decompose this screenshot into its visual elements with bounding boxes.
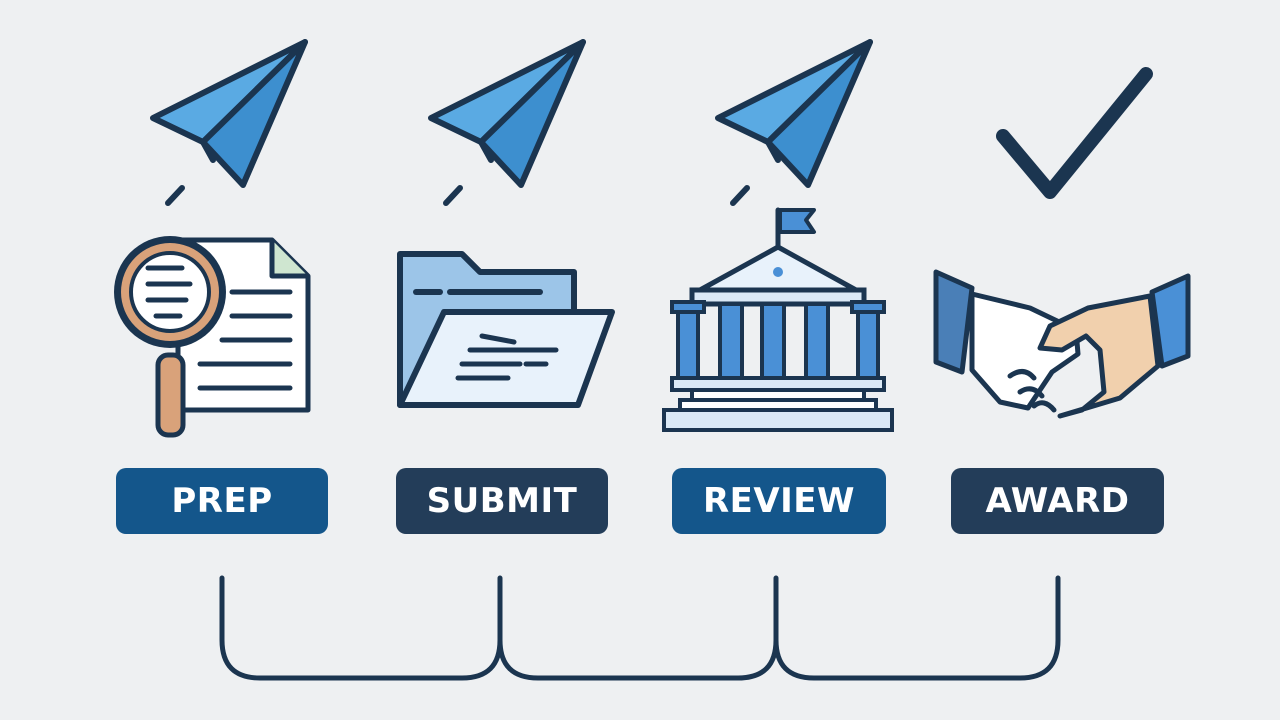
stage-label-award: AWARD xyxy=(951,468,1164,534)
connector-bracket xyxy=(219,575,1061,681)
paper-plane-icon xyxy=(150,39,308,206)
stage-label-submit: SUBMIT xyxy=(396,468,608,534)
paper-plane-icon xyxy=(428,39,586,206)
open-folder-icon xyxy=(397,251,615,408)
stage-label-prep: PREP xyxy=(116,468,328,534)
paper-plane-icon xyxy=(715,39,873,206)
magnifier-document-icon xyxy=(114,236,311,438)
handshake-icon xyxy=(933,269,1191,419)
stage-label-review: REVIEW xyxy=(672,468,886,534)
government-building-icon xyxy=(662,207,894,432)
checkmark-icon xyxy=(996,67,1153,199)
